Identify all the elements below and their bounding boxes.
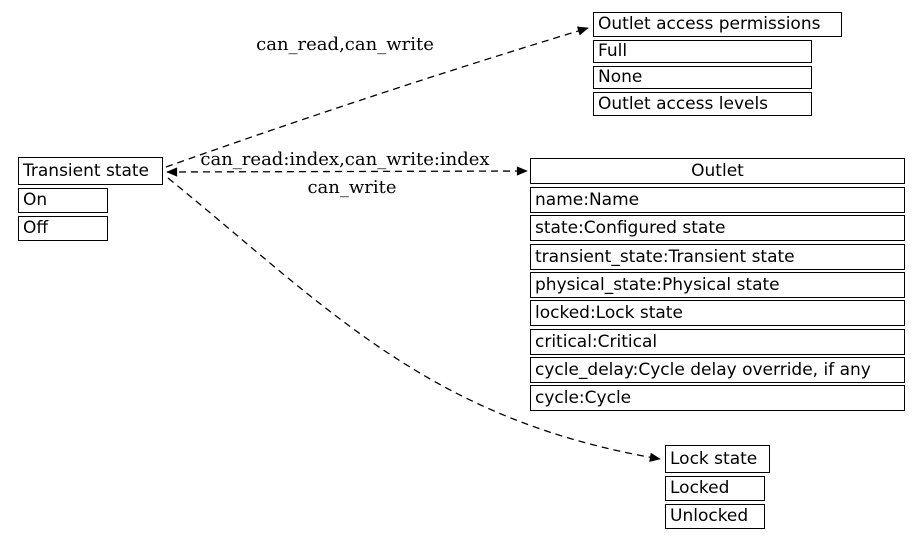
outlet-row-critical: critical:Critical: [530, 329, 905, 355]
edge-transient-to-lock-state: [167, 177, 661, 462]
outlet-row-state: state:Configured state: [530, 215, 905, 241]
outlet-row-cycle-delay: cycle_delay:Cycle delay override, if any: [530, 357, 905, 383]
edge-label-can-read-can-write: can_read,can_write: [256, 34, 434, 55]
outlet-row-name: name:Name: [530, 187, 905, 213]
lock-state-header: Lock state: [665, 445, 770, 473]
outlet-header: Outlet: [530, 158, 905, 184]
transient-state-row-on: On: [18, 188, 108, 213]
transient-state-row-off: Off: [18, 216, 108, 241]
edge-transient-to-permissions: [165, 26, 589, 168]
edge-label-can-write: can_write: [307, 177, 397, 198]
lock-state-row-locked: Locked: [665, 476, 765, 501]
outlet-row-physical-state: physical_state:Physical state: [530, 272, 905, 298]
transient-state-header: Transient state: [18, 157, 163, 185]
outlet-row-locked: locked:Lock state: [530, 300, 905, 326]
edge-label-can-read-index-can-write-index: can_read:index,can_write:index: [200, 149, 490, 170]
outlet-access-permissions-row-levels: Outlet access levels: [593, 92, 812, 116]
outlet-row-cycle: cycle:Cycle: [530, 385, 905, 411]
outlet-access-permissions-row-none: None: [593, 66, 812, 89]
outlet-access-permissions-row-full: Full: [593, 40, 812, 63]
edge-transient-outlet-bidirectional: [166, 166, 528, 177]
lock-state-row-unlocked: Unlocked: [665, 504, 765, 529]
outlet-row-transient-state: transient_state:Transient state: [530, 244, 905, 270]
outlet-access-permissions-header: Outlet access permissions: [593, 12, 842, 37]
